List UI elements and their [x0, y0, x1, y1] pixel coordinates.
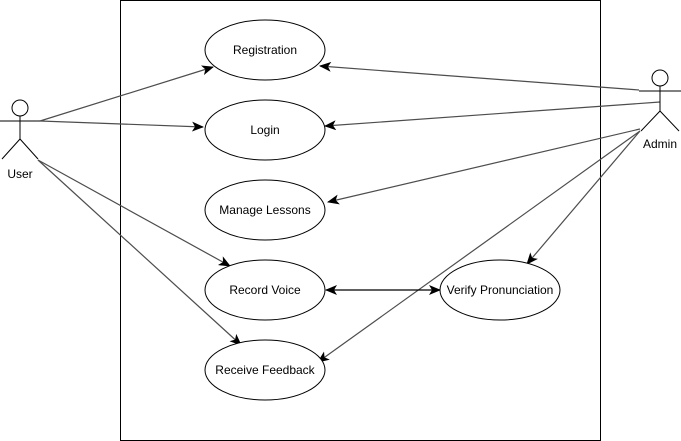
admin-to-login-line [324, 101, 661, 131]
actor-admin-right-leg [659, 110, 680, 132]
usecase-registration-label: Registration [233, 43, 297, 57]
actor-admin-left-leg [640, 110, 661, 132]
usecase-verify-pronunciation-label: Verify Pronunciation [447, 283, 554, 297]
usecase-verify-pronunciation[interactable]: Verify Pronunciation [439, 259, 561, 321]
usecase-registration[interactable]: Registration [204, 19, 326, 81]
usecase-record-voice-ellipse[interactable] [204, 259, 326, 321]
usecase-manage-lessons-ellipse[interactable] [204, 179, 326, 241]
usecase-receive-feedback-ellipse[interactable] [204, 339, 326, 401]
admin-associations [317, 61, 661, 363]
usecase-record-voice[interactable]: Record Voice [204, 259, 326, 321]
usecase-login[interactable]: Login [204, 99, 326, 161]
actor-user[interactable] [0, 99, 40, 160]
usecase-receive-feedback-label: Receive Feedback [215, 363, 315, 377]
admin-to-registration-line [319, 61, 640, 91]
system-boundary [120, 0, 601, 441]
usecase-receive-feedback[interactable]: Receive Feedback [204, 339, 326, 401]
usecase-registration-ellipse[interactable] [204, 19, 326, 81]
actor-user-right-leg [19, 138, 39, 160]
actor-user-head [11, 99, 29, 117]
admin-to-verify-pronunciation-line [526, 130, 641, 265]
user-associations [37, 65, 242, 346]
user-to-receive-feedback-line [37, 159, 242, 346]
actor-user-label: User [7, 167, 32, 181]
user-to-registration-line [39, 65, 214, 122]
actor-admin-label: Admin [643, 137, 677, 151]
admin-to-manage-lessons-line [327, 128, 641, 205]
usecase-login-label: Login [250, 123, 279, 137]
usecase-login-ellipse[interactable] [204, 99, 326, 161]
usecase-verify-pronunciation-ellipse[interactable] [439, 259, 561, 321]
actor-admin[interactable] [639, 69, 681, 132]
usecase-manage-lessons[interactable]: Manage Lessons [204, 179, 326, 241]
actor-user-left-leg [1, 138, 21, 160]
usecase-record-voice-label: Record Voice [229, 283, 301, 297]
admin-to-receive-feedback-line [317, 130, 641, 363]
actor-admin-head [651, 69, 669, 87]
user-to-record-voice-line [37, 159, 231, 267]
usecase-manage-lessons-label: Manage Lessons [219, 203, 310, 217]
user-to-login-line [39, 120, 204, 132]
